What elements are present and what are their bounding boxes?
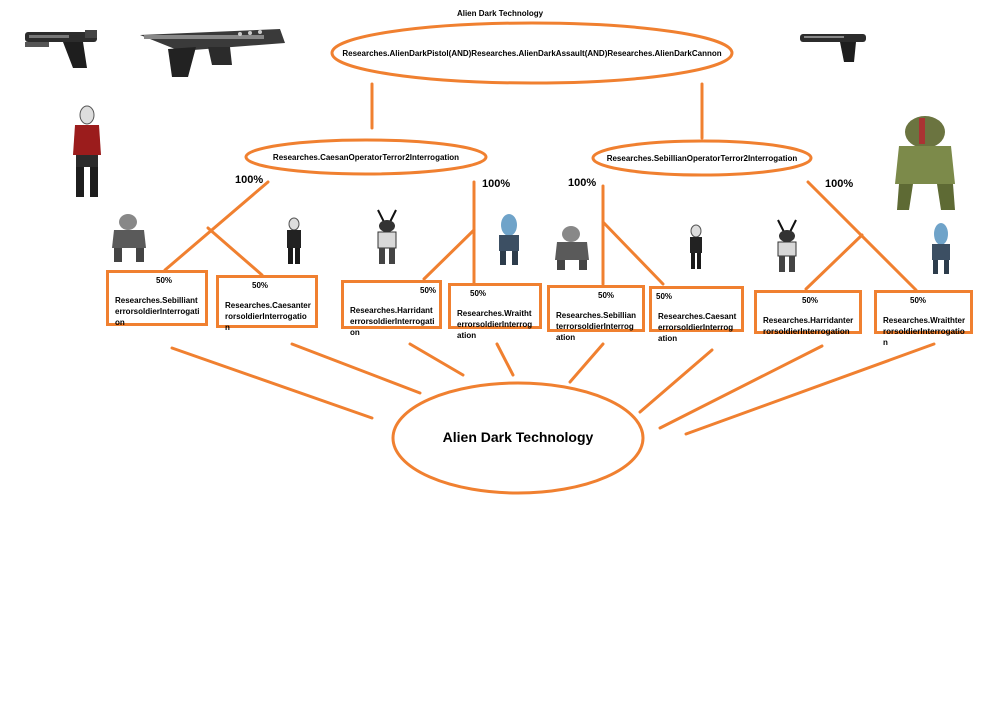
result-node: Alien Dark Technology <box>442 429 594 445</box>
top-requirement-node: Researches.AlienDarkPistol(AND)Researche… <box>342 48 722 58</box>
box-percent: 50% <box>470 289 487 298</box>
connector-line <box>290 342 422 395</box>
box-text: Researches.WraithterrorsoldierInterrogat… <box>457 309 533 340</box>
box-text: Researches.CaesanterrorsoldierInterrogat… <box>658 312 737 343</box>
connector-line <box>568 342 605 384</box>
connector-line <box>684 342 936 436</box>
wraith-soldier-icon <box>499 214 519 265</box>
harridan-soldier-icon <box>377 209 397 264</box>
harridan-soldier-icon <box>777 219 797 272</box>
result-oval-shape <box>391 381 645 495</box>
box-text: Researches.SebillianterrorsoldierInterro… <box>556 311 637 342</box>
connector-line <box>658 344 824 430</box>
box-text: Researches.WraithterrorsoldierInterrogat… <box>883 316 966 347</box>
connector-line <box>804 233 864 291</box>
connector-line <box>601 220 665 286</box>
caesan-soldier-icon <box>287 217 301 264</box>
wraith-soldier-icon <box>932 223 950 274</box>
connector-line <box>408 342 465 377</box>
alien-dark-cannon-icon <box>800 34 866 62</box>
left-interrogation-node: Researches.CaesanOperatorTerror2Interrog… <box>272 152 460 162</box>
page-title: Alien Dark Technology <box>456 9 544 18</box>
right-interrogation-node: Researches.SebillianOperatorTerror2Inter… <box>606 153 798 163</box>
alien-dark-assault-icon <box>140 29 285 77</box>
connector-line <box>206 226 264 277</box>
research-box: 50% Researches.HarridanterrorsoldierInte… <box>754 290 862 336</box>
edge-label: 100% <box>825 178 854 190</box>
caesan-soldier-icon <box>690 224 702 269</box>
box-text: Researches.HarridanterrorsoldierInterrog… <box>350 306 435 337</box>
caesan-operator-icon <box>73 105 101 197</box>
connector-line <box>422 228 476 281</box>
research-box: 50% Researches.WraithterrorsoldierInterr… <box>448 283 542 340</box>
connector-line <box>495 342 515 377</box>
box-percent: 50% <box>156 276 173 285</box>
alien-dark-pistol-icon <box>25 30 97 68</box>
research-box: 50% Researches.CaesanterrorsoldierInterr… <box>216 275 318 332</box>
box-percent: 50% <box>252 281 269 290</box>
research-box: 50% Researches.SebillianterrorsoldierInt… <box>106 270 208 327</box>
box-percent: 50% <box>910 296 927 305</box>
connector-line <box>170 346 374 420</box>
sebillian-soldier-icon <box>555 226 589 270</box>
research-box: 50% Researches.WraithterrorsoldierInterr… <box>874 290 973 347</box>
box-percent: 50% <box>598 291 615 300</box>
research-box: 50% Researches.HarridanterrorsoldierInte… <box>341 280 442 337</box>
box-percent: 50% <box>802 296 819 305</box>
box-text: Researches.CaesanterrorsoldierInterrogat… <box>225 301 311 332</box>
left-oval-shape <box>244 138 488 176</box>
edge-label: 100% <box>235 174 264 186</box>
research-box: 50% Researches.SebillianterrorsoldierInt… <box>547 285 645 342</box>
connector-line <box>163 180 270 272</box>
box-percent: 50% <box>420 286 437 295</box>
edge-label: 100% <box>482 178 511 190</box>
sebillian-operator-icon <box>895 116 955 210</box>
box-text: Researches.SebillianterrorsoldierInterro… <box>115 296 200 327</box>
top-oval-shape <box>330 21 734 85</box>
research-box: 50% Researches.CaesanterrorsoldierInterr… <box>649 286 744 343</box>
edge-label: 100% <box>568 177 597 189</box>
box-text: Researches.HarridanterrorsoldierInterrog… <box>763 316 854 336</box>
right-oval-shape <box>591 139 813 177</box>
connector-line <box>638 348 714 414</box>
box-percent: 50% <box>656 292 673 301</box>
sebillian-soldier-icon <box>112 214 146 262</box>
